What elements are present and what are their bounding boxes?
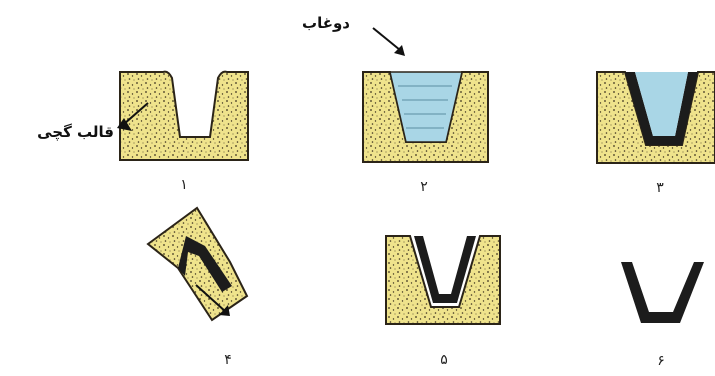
slip-fill: [635, 72, 688, 136]
plaster-mold: [385, 235, 501, 325]
step-1-empty-mold: [119, 70, 249, 161]
step-number-1: ۱: [180, 177, 188, 193]
step-number-3: ۳: [656, 180, 664, 196]
step-2-slip-poured: [362, 71, 489, 163]
slip-fill: [389, 71, 463, 143]
plaster-mold: [119, 70, 249, 161]
plaster-mold: [146, 206, 249, 322]
slip-arrowhead: [394, 45, 405, 56]
step-5-casting-in-mold: [385, 235, 501, 325]
drain-arrow: [195, 284, 227, 313]
mold-arrowhead: [117, 118, 132, 131]
clay-wall: [625, 72, 698, 145]
step-6-finished-piece: [621, 262, 704, 323]
mold-annotation: قالب گچی: [37, 102, 149, 142]
step-number-4: ۴: [224, 352, 232, 368]
clay-casting: [621, 262, 704, 323]
clay-wall: [178, 236, 232, 292]
step-number-6: ۶: [657, 353, 665, 369]
step-number-5: ۵: [440, 352, 448, 368]
step-4-draining: [146, 206, 249, 322]
mold-label: قالب گچی: [37, 123, 114, 142]
slip-arrow: [372, 27, 401, 51]
slip-ripples: [398, 85, 452, 129]
step-number-2: ۲: [420, 179, 428, 195]
mold-arrow: [123, 102, 149, 125]
slip-annotation: دوغاب: [302, 14, 405, 56]
clay-wall: [414, 236, 476, 303]
drain-arrowhead: [219, 305, 230, 316]
step-3-wall-forming: [596, 71, 715, 164]
slip-label: دوغاب: [302, 14, 350, 32]
